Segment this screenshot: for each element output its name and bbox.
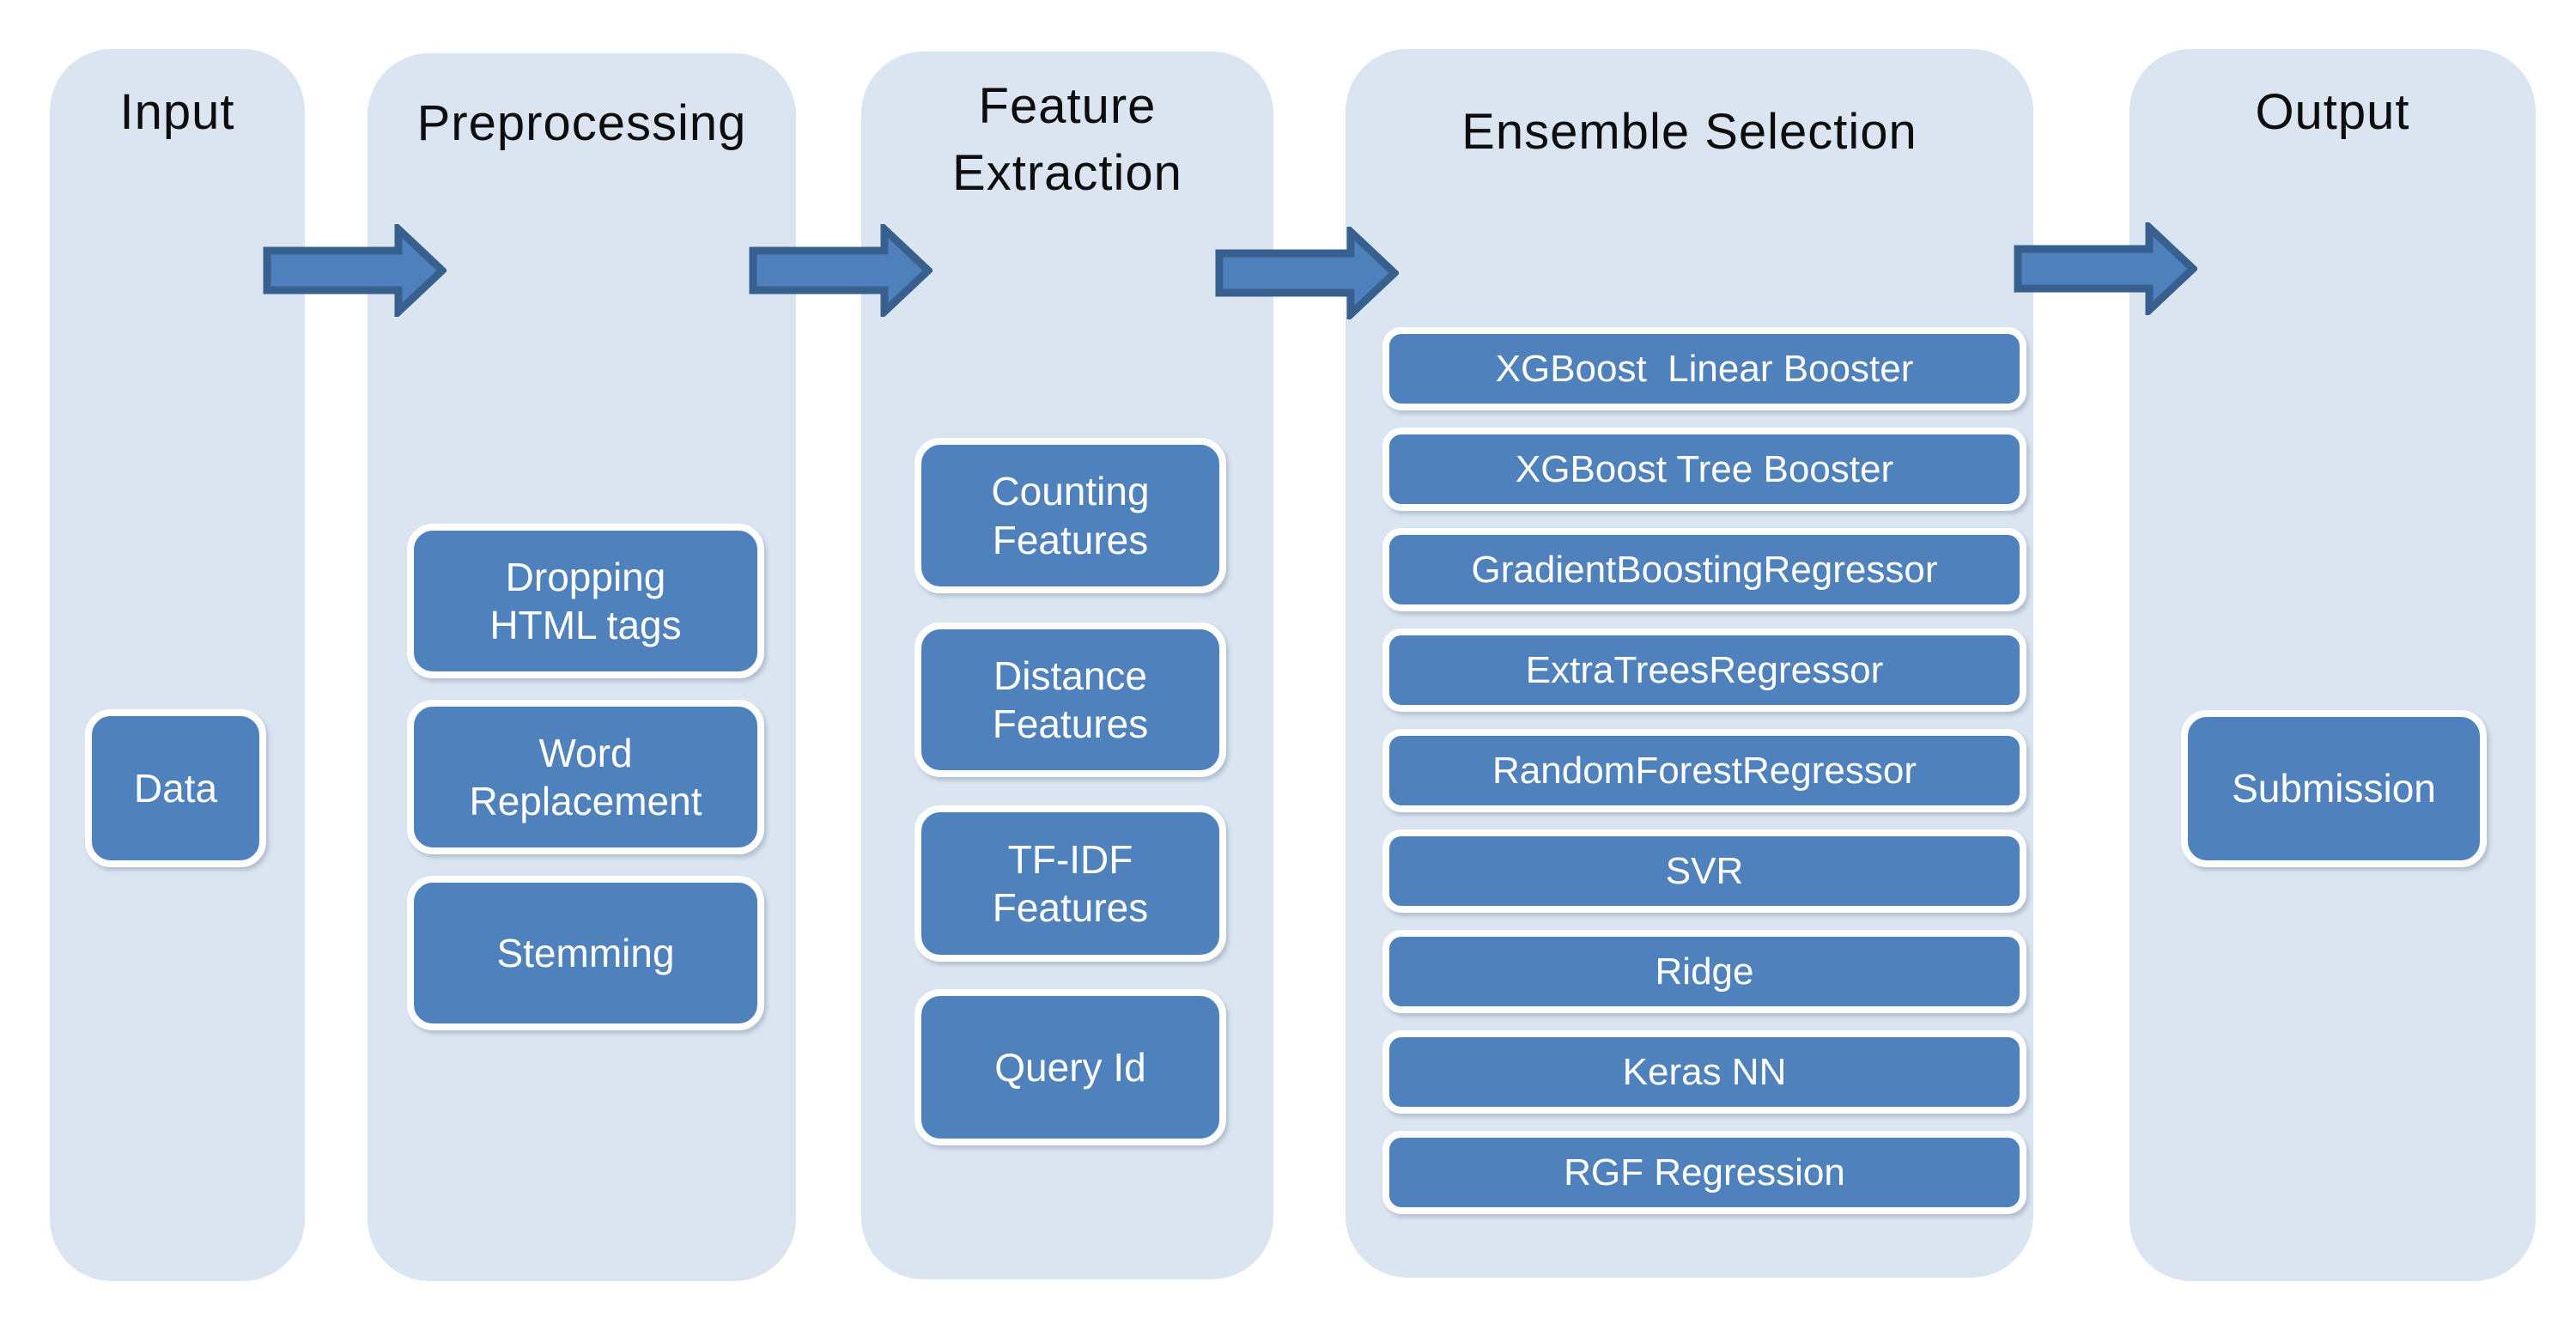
- node-query-id: Query Id: [914, 989, 1226, 1145]
- stage-title-ensemble-selection: Ensemble Selection: [1461, 104, 1917, 160]
- flow-arrow-input-to-preprocessing: [263, 224, 447, 317]
- node-extra-trees-regressor: ExtraTreesRegressor: [1382, 629, 2026, 712]
- stage-title-preprocessing: Preprocessing: [416, 95, 747, 151]
- node-gradient-boosting-regressor: GradientBoostingRegressor: [1382, 528, 2026, 611]
- node-stemming: Stemming: [407, 876, 764, 1030]
- stage-title-input: Input: [119, 84, 235, 140]
- node-counting-features: Counting Features: [914, 438, 1226, 593]
- node-rgf-regression: RGF Regression: [1382, 1131, 2026, 1214]
- stage-column-output: [2129, 49, 2536, 1281]
- node-random-forest-regressor: RandomForestRegressor: [1382, 729, 2026, 812]
- node-xgboost-tree-booster: XGBoost Tree Booster: [1382, 428, 2026, 511]
- stage-column-input: [50, 49, 305, 1281]
- node-submission: Submission: [2181, 710, 2487, 867]
- node-data: Data: [85, 709, 266, 867]
- node-distance-features: Distance Features: [914, 623, 1226, 777]
- flow-arrow-feature-to-ensemble: [1215, 227, 1399, 319]
- node-keras-nn: Keras NN: [1382, 1030, 2026, 1114]
- node-xgboost-linear-booster: XGBoost Linear Booster: [1382, 327, 2026, 410]
- node-ridge: Ridge: [1382, 930, 2026, 1013]
- stage-title-output: Output: [2255, 84, 2410, 140]
- node-dropping-html-tags: Dropping HTML tags: [407, 524, 764, 678]
- node-word-replacement: Word Replacement: [407, 700, 764, 854]
- node-tfidf-features: TF-IDF Features: [914, 805, 1226, 962]
- flow-arrow-preprocessing-to-feature: [749, 224, 933, 317]
- stage-title-feature-extraction: Feature Extraction: [952, 78, 1182, 202]
- node-svr: SVR: [1382, 829, 2026, 913]
- flow-arrow-ensemble-to-output: [2014, 222, 2197, 315]
